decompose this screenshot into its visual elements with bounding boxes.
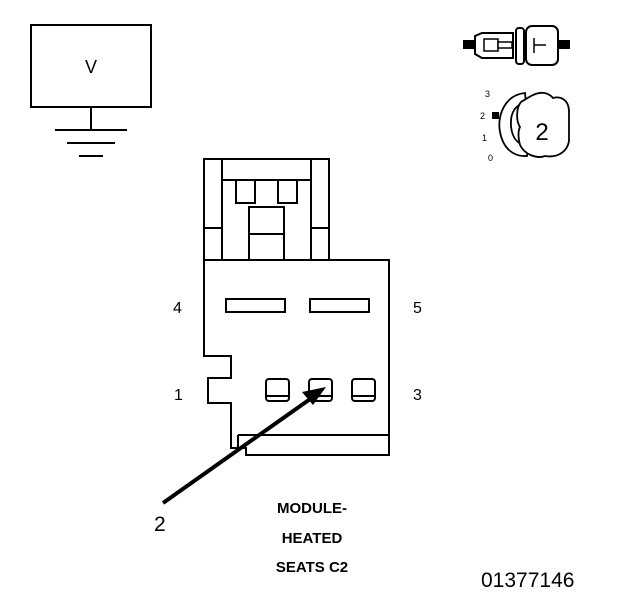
connector-title-line-2: HEATED xyxy=(282,530,343,547)
connector-side-view-icon xyxy=(463,25,570,66)
connector-title-line-1: MODULE- xyxy=(277,500,347,517)
voltmeter-label: V xyxy=(85,57,97,77)
pin-label-3: 3 xyxy=(413,387,422,404)
probe-position-icon xyxy=(492,91,570,158)
pin-label-5: 5 xyxy=(413,300,422,317)
probe-position-3: 3 xyxy=(485,89,490,99)
probe-position-2: 2 xyxy=(480,111,485,121)
connector-title-line-3: SEATS C2 xyxy=(276,559,348,576)
probe-callout-label: 2 xyxy=(154,513,166,536)
probe-position-1: 1 xyxy=(482,133,487,143)
voltmeter-symbol xyxy=(30,24,152,157)
figure-number: 01377146 xyxy=(481,569,574,592)
probe-callout-icon: 2 xyxy=(535,119,548,146)
probe-position-0: 0 xyxy=(488,153,493,163)
connector-face xyxy=(203,158,390,456)
probe-arrow xyxy=(161,387,326,505)
pin-label-1: 1 xyxy=(174,387,183,404)
pin-label-4: 4 xyxy=(173,300,182,317)
